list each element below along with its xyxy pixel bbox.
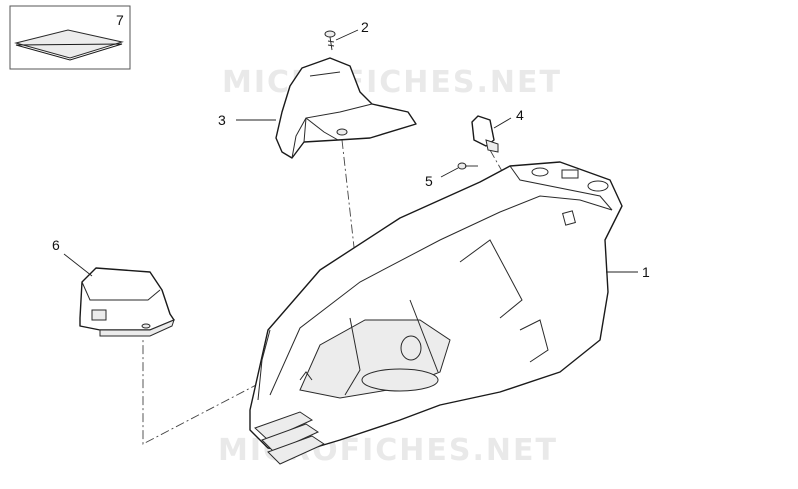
callout-1: 1 [642,264,650,280]
watermark-top: MICROFICHES.NET [222,65,562,100]
callout-2: 2 [361,19,369,35]
callout-4: 4 [516,107,524,123]
callout-3: 3 [218,112,226,128]
callout-7: 7 [116,12,124,28]
leader-lines [63,29,638,277]
part-4-cap[interactable] [471,115,499,153]
part-6-cover[interactable] [79,267,175,337]
callout-5: 5 [425,173,433,189]
part-3-cover-bracket[interactable] [275,57,417,159]
callout-6: 6 [52,237,60,253]
part-5-bolt[interactable] [457,162,478,170]
inset-part-7[interactable] [9,5,131,70]
part-2-screw[interactable] [324,30,336,51]
part-1-storage-compartment[interactable] [249,161,623,465]
